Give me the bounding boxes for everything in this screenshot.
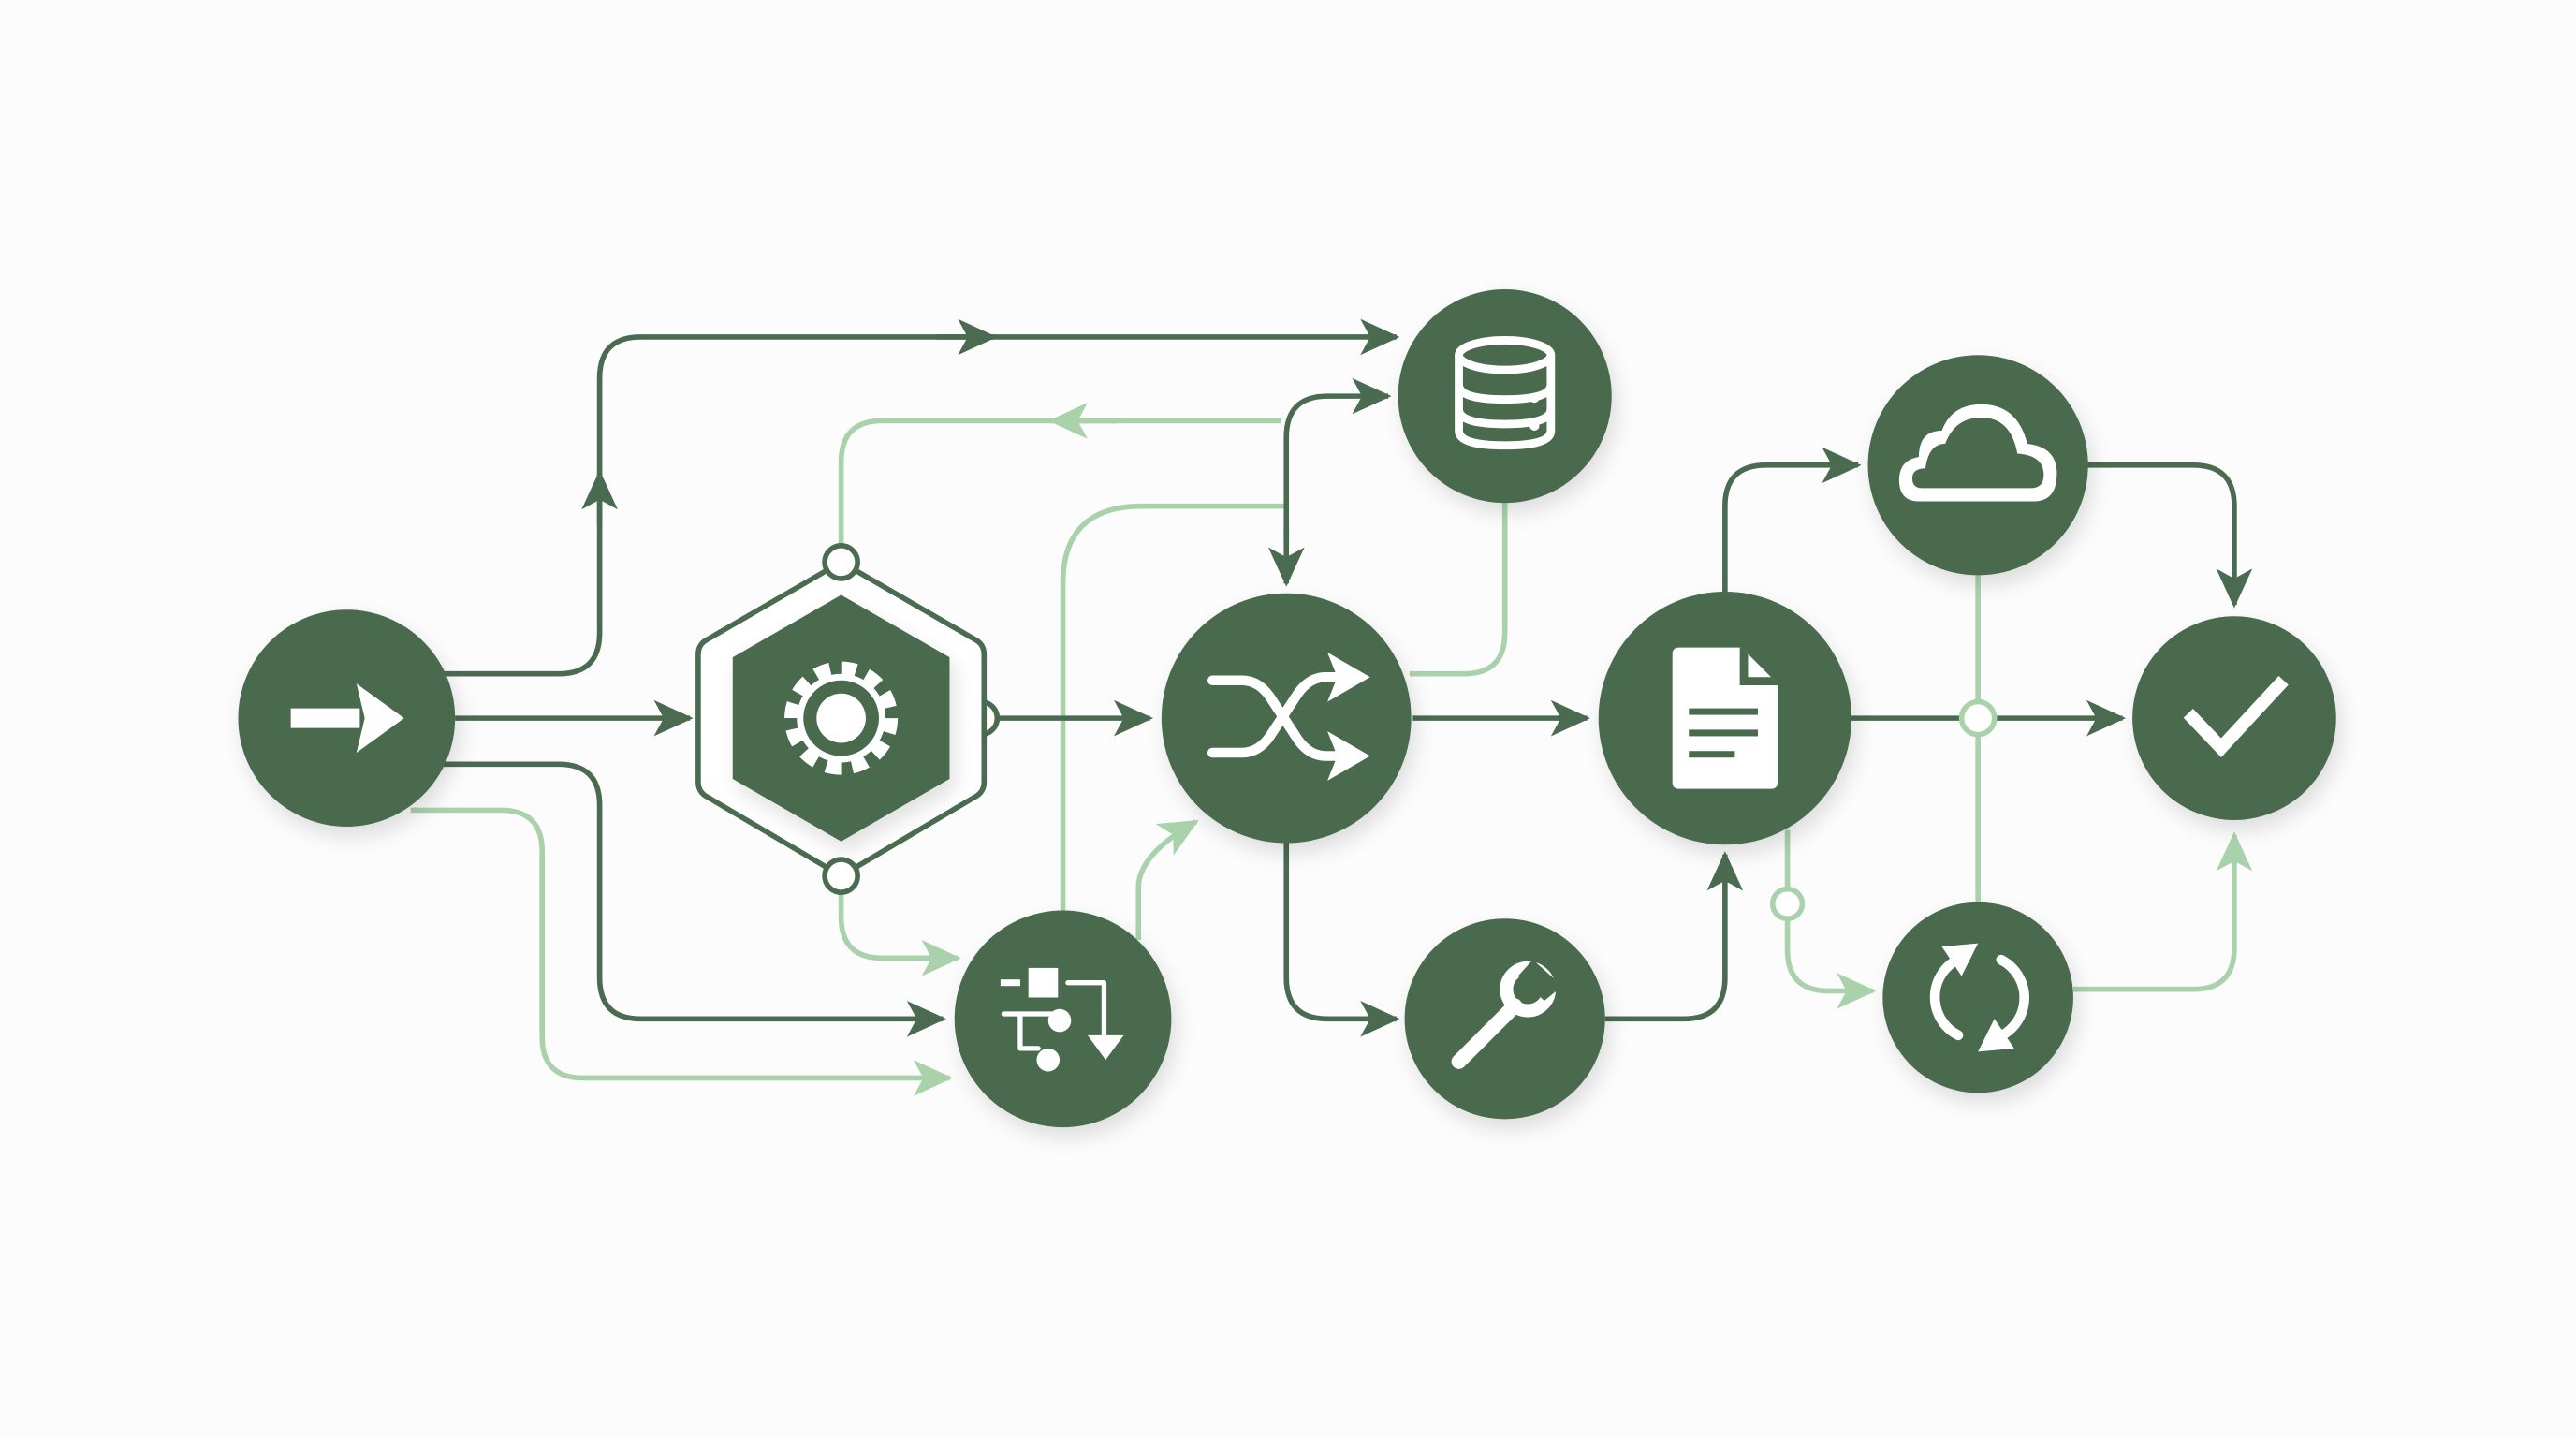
edge-branch-up bbox=[1060, 503, 1287, 913]
edge-database-shuffle bbox=[1409, 503, 1508, 677]
cloud-icon bbox=[1898, 404, 2057, 502]
gear-icon bbox=[784, 661, 899, 775]
node-cloud[interactable] bbox=[1867, 355, 2088, 576]
wrench-icon bbox=[1451, 960, 1563, 1069]
database-icon bbox=[1455, 336, 1556, 450]
junction-process-top bbox=[822, 543, 860, 581]
junction-document bbox=[1769, 886, 1806, 922]
shuffle-icon bbox=[1208, 652, 1370, 781]
junction-process-bottom bbox=[822, 857, 860, 895]
node-branch[interactable] bbox=[954, 910, 1172, 1128]
secondary-edges bbox=[410, 403, 2253, 1096]
edge-shuffle-database bbox=[1283, 377, 1392, 543]
edge-start-branch-light bbox=[410, 807, 953, 1096]
junction-center bbox=[1958, 698, 1998, 738]
primary-edges bbox=[443, 318, 2253, 1037]
edge-start-branch bbox=[443, 761, 946, 1037]
edge-shuffle-process-return bbox=[838, 418, 1281, 563]
node-done[interactable] bbox=[2132, 616, 2336, 820]
edge-shuffle-tools bbox=[1283, 843, 1400, 1037]
edge-document-sync bbox=[1784, 829, 1877, 1009]
edge-document-cloud bbox=[1722, 447, 1862, 592]
refresh-icon bbox=[1929, 943, 2029, 1052]
node-start[interactable] bbox=[238, 609, 456, 827]
arrow-right-icon bbox=[290, 683, 404, 753]
checkmark-icon bbox=[2183, 675, 2289, 757]
flowchart-icon bbox=[1000, 967, 1124, 1072]
node-database[interactable] bbox=[1398, 289, 1612, 504]
edge-cloud-done bbox=[2086, 462, 2253, 609]
node-tools[interactable] bbox=[1404, 918, 1605, 1120]
document-icon bbox=[1672, 647, 1778, 789]
node-process[interactable] bbox=[695, 543, 988, 895]
node-document[interactable] bbox=[1598, 591, 1852, 845]
edge-branch-shuffle bbox=[1135, 819, 1199, 941]
node-sync[interactable] bbox=[1882, 902, 2073, 1093]
edge-sync-done bbox=[2072, 831, 2253, 992]
edge-process-branch bbox=[838, 875, 961, 976]
node-shuffle[interactable] bbox=[1161, 593, 1412, 844]
edge-tools-document bbox=[1604, 851, 1744, 1022]
